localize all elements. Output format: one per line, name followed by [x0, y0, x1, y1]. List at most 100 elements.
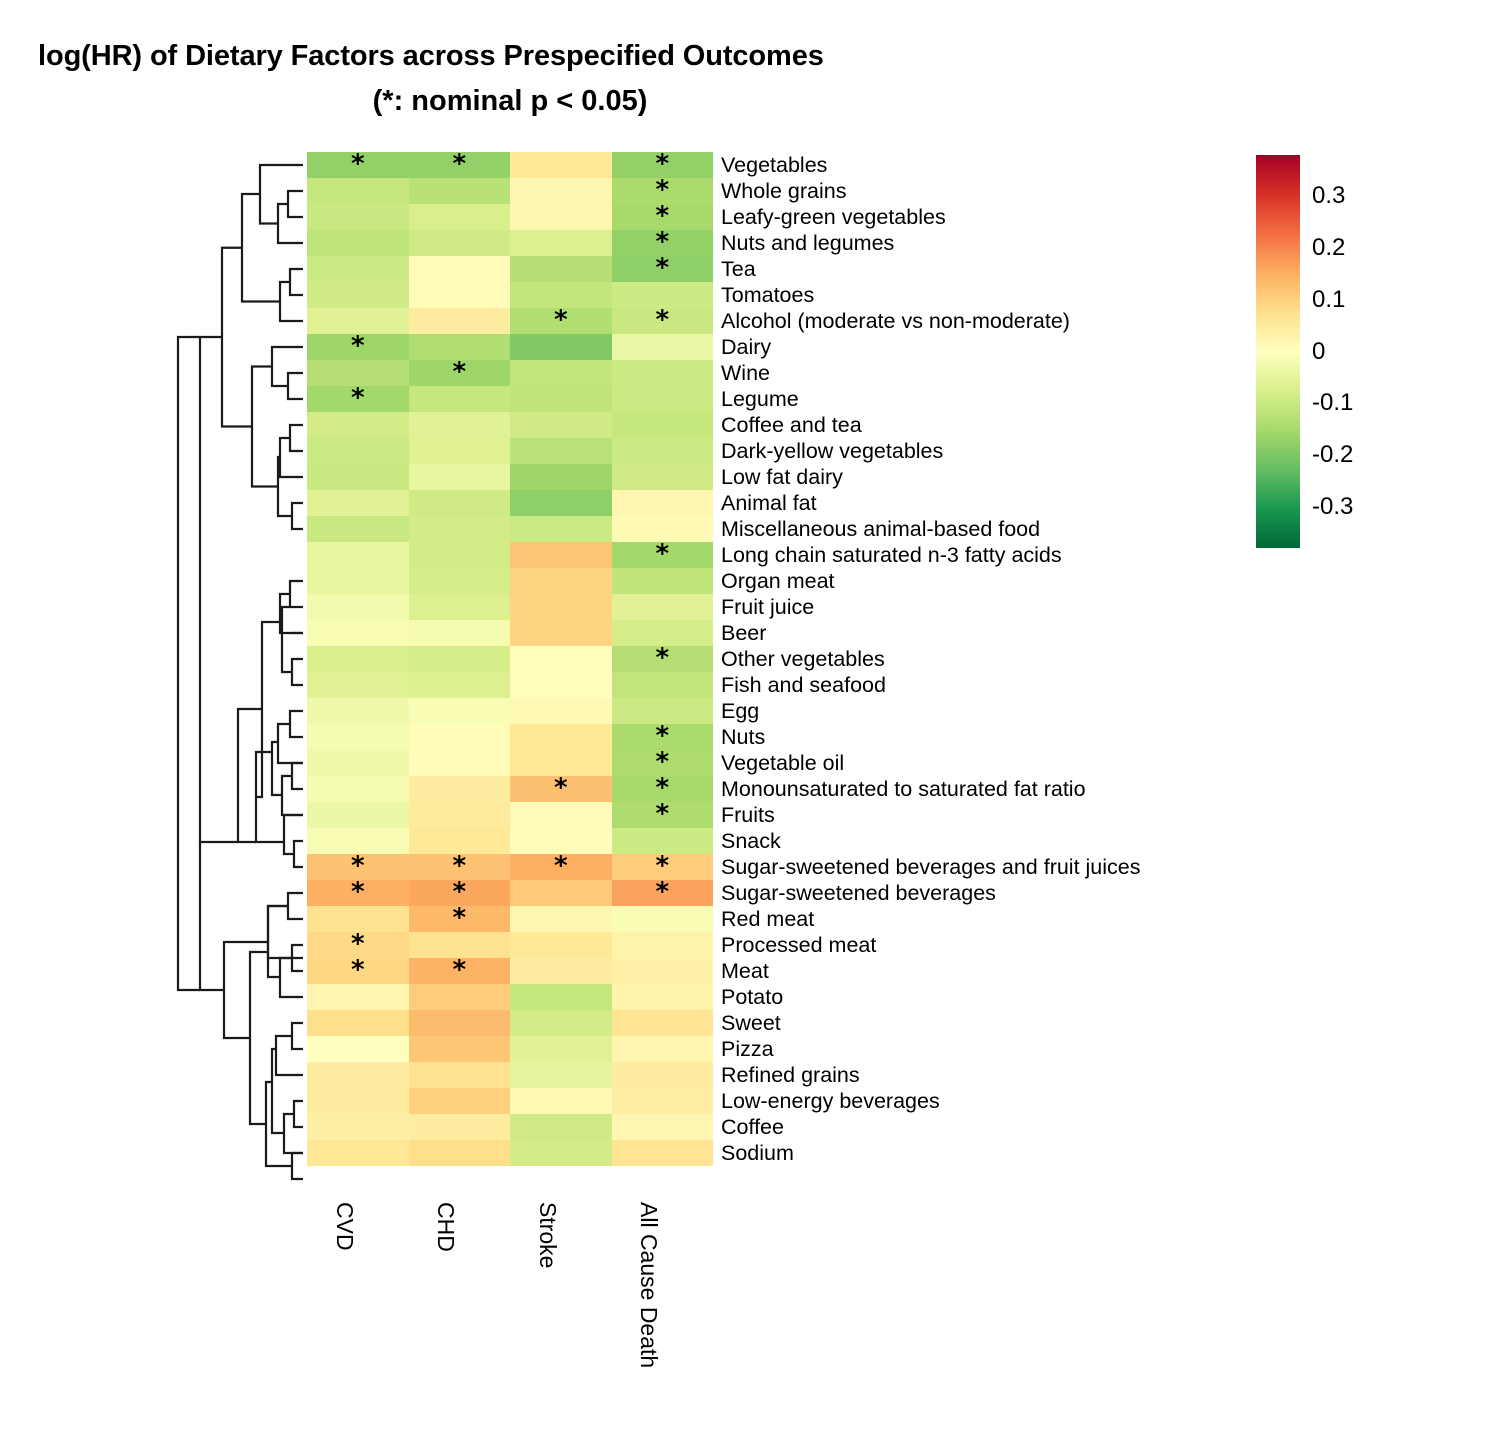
heatmap-cell[interactable] [611, 516, 713, 542]
heatmap-cell[interactable] [510, 1140, 612, 1166]
heatmap-cell[interactable] [510, 438, 612, 464]
heatmap-cell[interactable] [510, 620, 612, 646]
heatmap-cell[interactable] [510, 464, 612, 490]
heatmap-cell[interactable] [307, 1062, 409, 1088]
heatmap-cell[interactable] [307, 308, 409, 334]
heatmap-cell[interactable] [408, 516, 510, 542]
heatmap-cell[interactable] [408, 412, 510, 438]
heatmap-cell[interactable] [307, 282, 409, 308]
heatmap-cell[interactable] [510, 828, 612, 854]
heatmap-cell[interactable] [307, 230, 409, 256]
heatmap-cell[interactable]: * [611, 750, 713, 776]
heatmap-cell[interactable] [510, 542, 612, 568]
heatmap-cell[interactable] [611, 906, 713, 932]
heatmap-cell[interactable] [307, 646, 409, 672]
heatmap-cell[interactable] [611, 932, 713, 958]
heatmap-cell[interactable] [611, 828, 713, 854]
heatmap-cell[interactable] [408, 750, 510, 776]
heatmap-cell[interactable] [611, 464, 713, 490]
heatmap-cell[interactable] [307, 516, 409, 542]
heatmap-cell[interactable] [307, 568, 409, 594]
heatmap-cell[interactable] [611, 672, 713, 698]
heatmap-cell[interactable] [307, 594, 409, 620]
heatmap-cell[interactable] [408, 308, 510, 334]
heatmap-cell[interactable] [408, 672, 510, 698]
heatmap-cell[interactable] [307, 1010, 409, 1036]
heatmap-cell[interactable] [408, 230, 510, 256]
heatmap-cell[interactable] [611, 1036, 713, 1062]
heatmap-cell[interactable]: * [611, 178, 713, 204]
heatmap-cell[interactable] [510, 932, 612, 958]
heatmap-cell[interactable] [408, 438, 510, 464]
heatmap-cell[interactable] [611, 282, 713, 308]
heatmap-cell[interactable] [510, 984, 612, 1010]
heatmap-cell[interactable] [510, 672, 612, 698]
heatmap-cell[interactable] [307, 256, 409, 282]
heatmap-cell[interactable] [611, 360, 713, 386]
heatmap-cell[interactable] [307, 178, 409, 204]
heatmap-cell[interactable] [307, 698, 409, 724]
heatmap-cell[interactable]: * [611, 724, 713, 750]
heatmap-cell[interactable] [307, 464, 409, 490]
heatmap-cell[interactable] [307, 750, 409, 776]
heatmap-cell[interactable]: * [611, 308, 713, 334]
heatmap-cell[interactable] [510, 282, 612, 308]
heatmap-cell[interactable]: * [408, 854, 510, 880]
heatmap-cell[interactable] [510, 1114, 612, 1140]
heatmap-cell[interactable] [611, 620, 713, 646]
heatmap-cell[interactable] [408, 464, 510, 490]
heatmap-cell[interactable] [611, 490, 713, 516]
heatmap-cell[interactable]: * [408, 906, 510, 932]
heatmap-cell[interactable] [510, 516, 612, 542]
heatmap-cell[interactable] [611, 334, 713, 360]
heatmap-cell[interactable] [408, 984, 510, 1010]
heatmap-cell[interactable] [408, 802, 510, 828]
heatmap-cell[interactable] [307, 776, 409, 802]
heatmap-cell[interactable]: * [611, 854, 713, 880]
heatmap-cell[interactable] [408, 568, 510, 594]
heatmap-cell[interactable] [307, 984, 409, 1010]
heatmap-cell[interactable] [510, 906, 612, 932]
heatmap-cell[interactable]: * [307, 386, 409, 412]
heatmap-cell[interactable] [510, 646, 612, 672]
heatmap-cell[interactable] [307, 724, 409, 750]
heatmap-cell[interactable] [510, 724, 612, 750]
heatmap-cell[interactable]: * [510, 776, 612, 802]
heatmap-cell[interactable] [510, 568, 612, 594]
heatmap-cell[interactable] [510, 204, 612, 230]
heatmap-cell[interactable]: * [611, 542, 713, 568]
heatmap-cell[interactable] [408, 1114, 510, 1140]
heatmap-cell[interactable] [408, 1062, 510, 1088]
heatmap-cell[interactable]: * [408, 958, 510, 984]
heatmap-cell[interactable] [510, 958, 612, 984]
heatmap-cell[interactable] [408, 256, 510, 282]
heatmap-cell[interactable] [307, 1140, 409, 1166]
heatmap-cell[interactable] [510, 1036, 612, 1062]
heatmap-cell[interactable] [611, 568, 713, 594]
heatmap-cell[interactable]: * [611, 204, 713, 230]
heatmap-cell[interactable] [611, 1140, 713, 1166]
heatmap-cell[interactable] [408, 620, 510, 646]
heatmap-cell[interactable]: * [510, 308, 612, 334]
heatmap-cell[interactable]: * [408, 152, 510, 178]
heatmap-cell[interactable]: * [408, 360, 510, 386]
heatmap-cell[interactable] [307, 828, 409, 854]
heatmap-cell[interactable] [510, 1010, 612, 1036]
heatmap-cell[interactable] [408, 204, 510, 230]
heatmap-cell[interactable] [510, 1062, 612, 1088]
heatmap-cell[interactable] [307, 542, 409, 568]
heatmap-cell[interactable] [510, 412, 612, 438]
heatmap-cell[interactable]: * [611, 230, 713, 256]
heatmap-cell[interactable] [408, 932, 510, 958]
heatmap-cell[interactable] [510, 750, 612, 776]
heatmap-cell[interactable]: * [611, 646, 713, 672]
heatmap-cell[interactable] [510, 256, 612, 282]
heatmap-cell[interactable] [510, 880, 612, 906]
heatmap-cell[interactable]: * [307, 152, 409, 178]
heatmap-cell[interactable]: * [307, 334, 409, 360]
heatmap-cell[interactable] [408, 178, 510, 204]
heatmap-cell[interactable]: * [510, 854, 612, 880]
heatmap-cell[interactable] [510, 698, 612, 724]
heatmap-cell[interactable] [611, 386, 713, 412]
heatmap-cell[interactable] [408, 1088, 510, 1114]
